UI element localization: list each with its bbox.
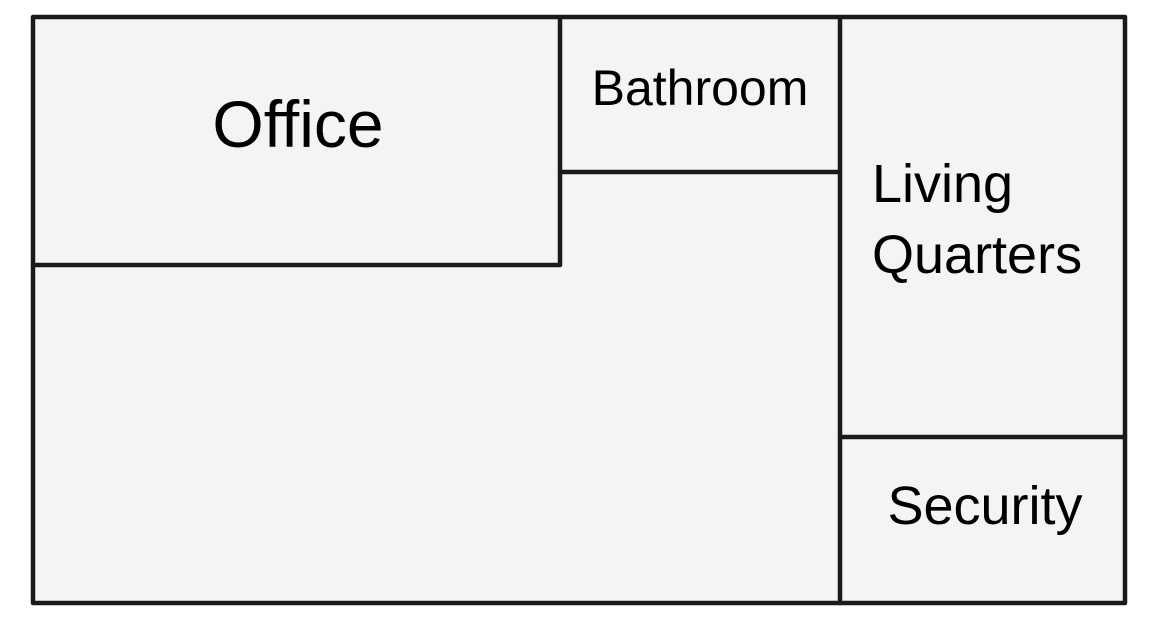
room-bathroom: Bathroom — [592, 60, 809, 116]
outer-wall — [30, 14, 1128, 606]
office-wall — [30, 14, 563, 268]
room-label-living-quarters-line2: Quarters — [872, 225, 1082, 285]
room-label-security: Security — [887, 476, 1082, 536]
room-label-living-quarters-line1: Living — [872, 154, 1013, 214]
room-living-quarters: Living Quarters — [872, 154, 1082, 285]
room-office: Office — [212, 87, 383, 161]
room-security: Security — [887, 476, 1082, 536]
floor-area — [33, 17, 1125, 603]
room-label-office: Office — [212, 87, 383, 161]
room-label-bathroom: Bathroom — [592, 60, 809, 116]
